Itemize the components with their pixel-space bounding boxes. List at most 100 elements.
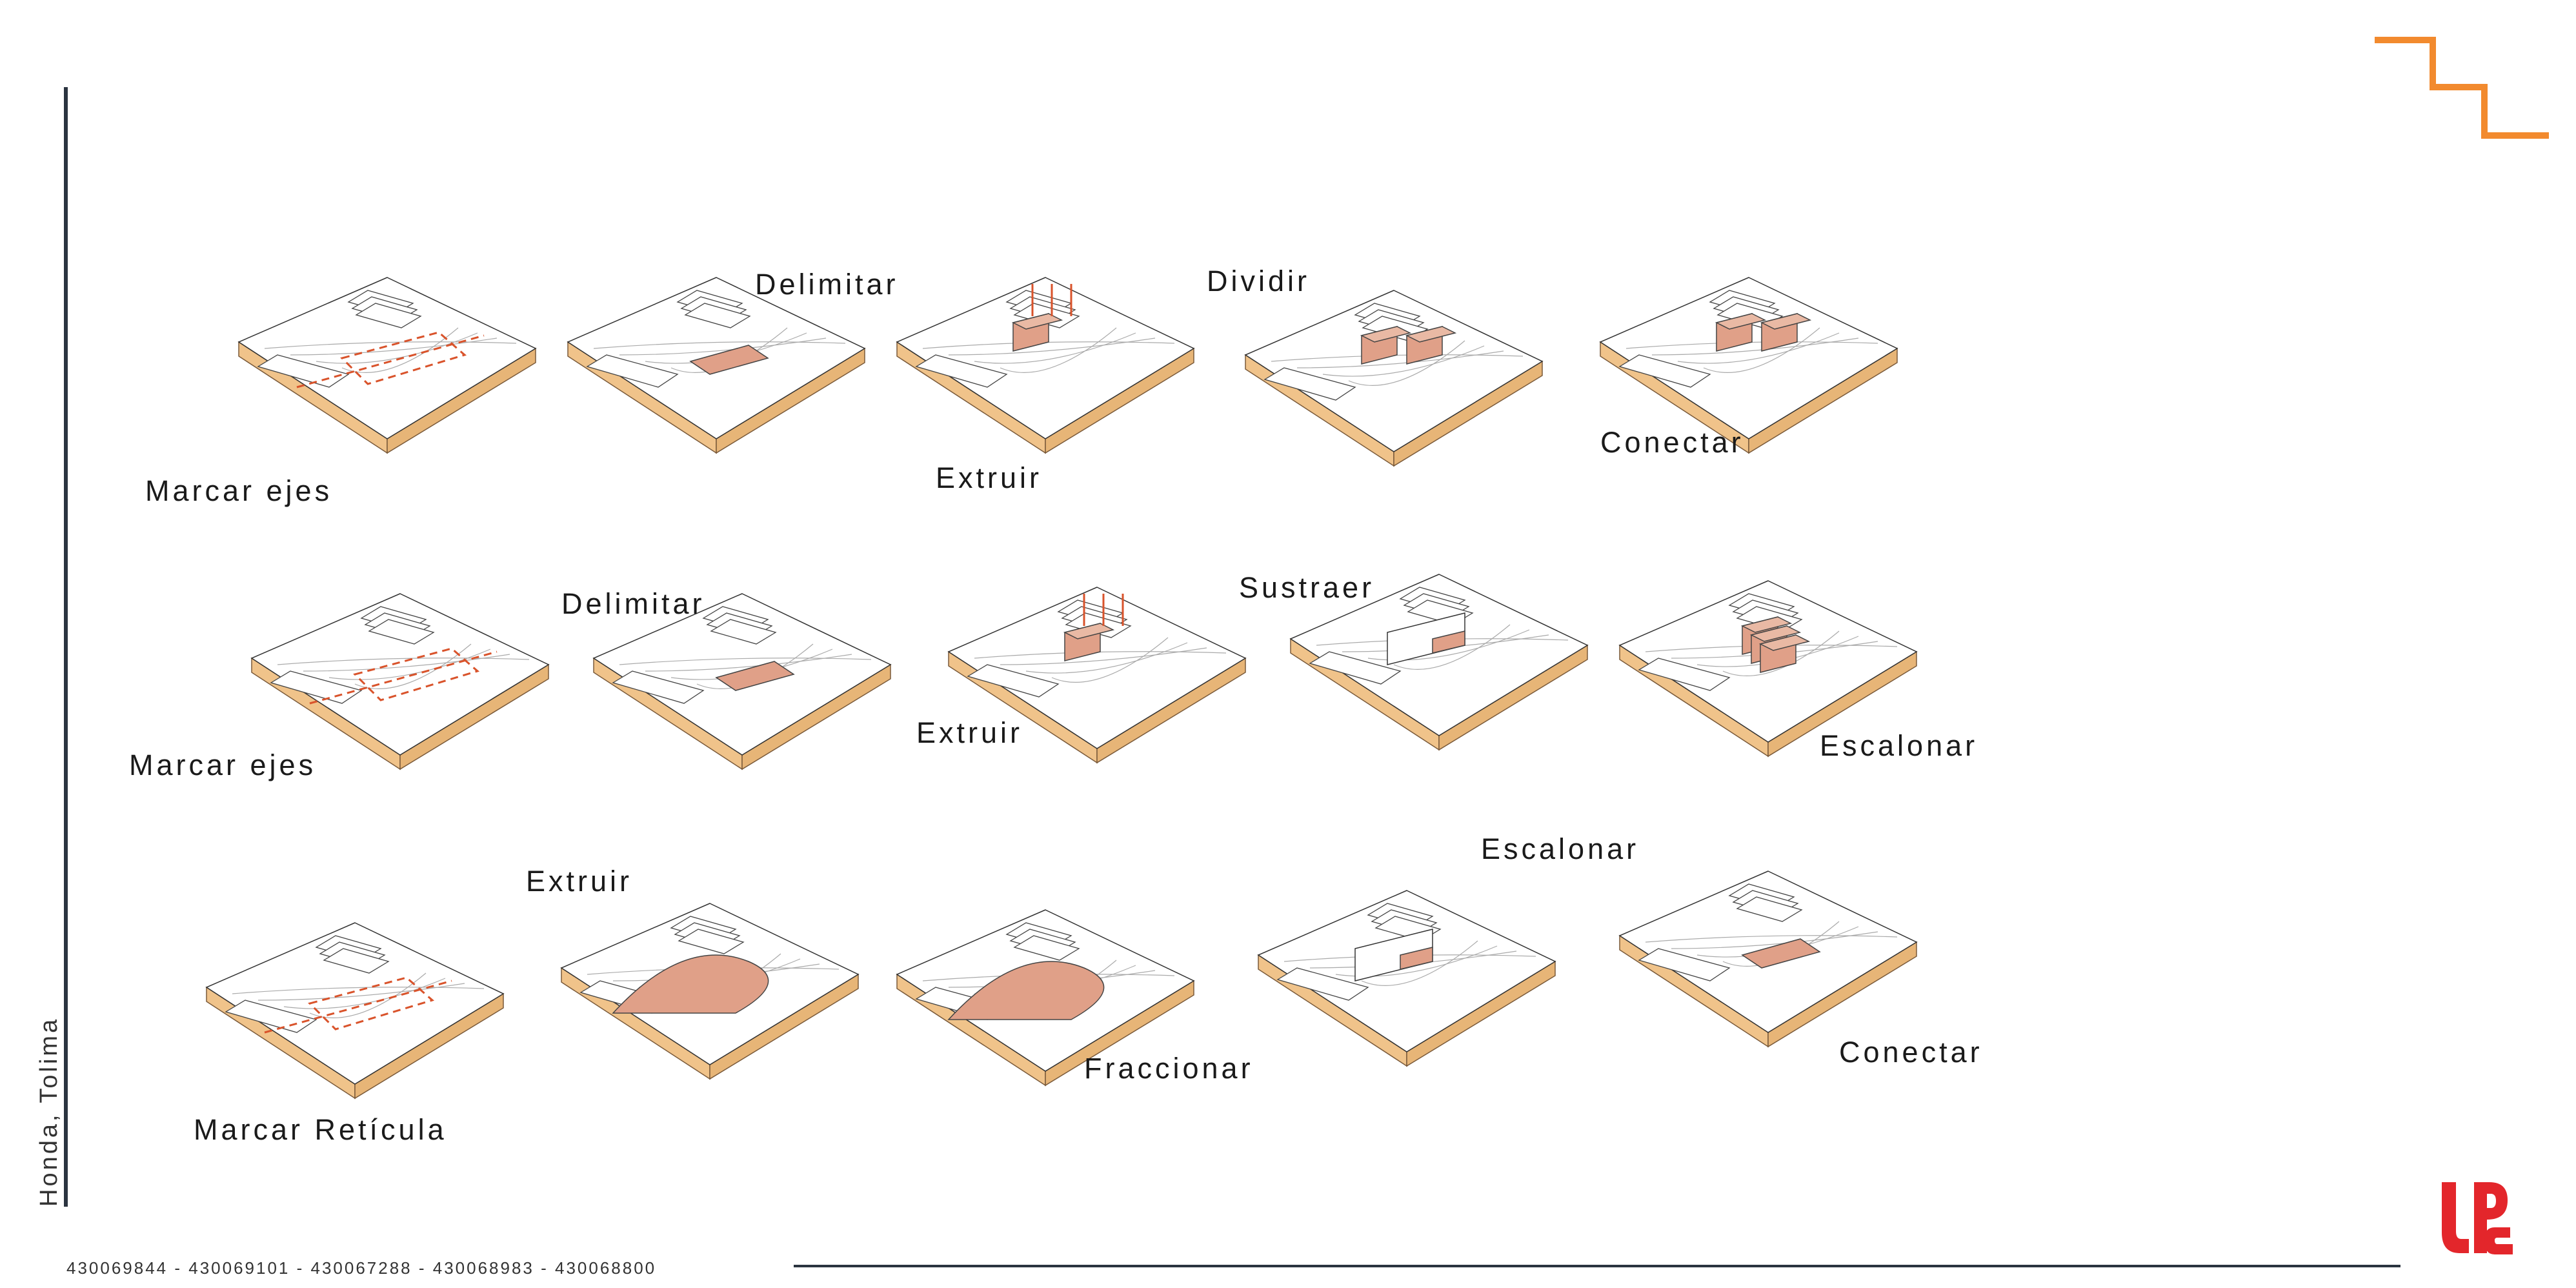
contour-line	[1025, 642, 1188, 674]
contour-line	[1677, 332, 1840, 364]
student-codes: 430069844 - 430069101 - 430067288 - 4300…	[66, 1258, 657, 1278]
existing-building	[1263, 367, 1356, 401]
step-label: Escalonar	[1820, 729, 1978, 762]
step-label: Extruir	[936, 461, 1043, 494]
step-label: Delimitar	[561, 587, 705, 620]
contour-line	[1645, 935, 1898, 943]
site-top	[205, 922, 505, 1085]
left-vertical-rule	[64, 87, 68, 1207]
step-label: Marcar ejes	[145, 474, 333, 507]
mass-highlight	[1432, 630, 1465, 654]
contour-line	[1348, 340, 1465, 386]
step-label: Sustraer	[1239, 571, 1375, 604]
site-top	[250, 593, 550, 756]
contour-line	[1722, 630, 1840, 676]
step-label: Escalonar	[1481, 832, 1640, 865]
contour-line	[1671, 931, 1878, 949]
volume-top	[1063, 623, 1115, 639]
site-top	[1599, 277, 1898, 439]
axis-dashed-frame	[308, 976, 435, 1031]
contour-line	[1296, 350, 1504, 368]
site-top	[1289, 574, 1589, 736]
volume-top	[1740, 616, 1793, 633]
existing-building	[1013, 935, 1080, 961]
existing-building	[915, 354, 1008, 388]
site-top	[1244, 290, 1544, 452]
bottom-horizontal-rule	[794, 1265, 2400, 1267]
volume-top	[1011, 313, 1063, 330]
site-top	[1257, 890, 1556, 1052]
axis-line	[309, 650, 498, 705]
footprint-slab	[1741, 938, 1821, 969]
contour-line	[619, 337, 827, 356]
volume-top	[1760, 313, 1812, 330]
step-label: Marcar ejes	[129, 749, 317, 781]
volume-top	[1758, 634, 1811, 651]
contour-line	[593, 341, 846, 349]
contour-line	[1703, 327, 1820, 373]
mass-curved	[612, 954, 769, 1014]
contour-line	[1051, 637, 1169, 683]
site-top	[896, 277, 1195, 439]
step-label: Extruir	[526, 865, 633, 898]
existing-building	[967, 664, 1060, 698]
contour-line	[974, 332, 1136, 364]
volume-top	[1360, 326, 1412, 343]
contour-line	[1651, 337, 1859, 356]
contour-line	[283, 978, 446, 1009]
contour-line	[277, 658, 530, 665]
step-label: Marcar Retícula	[194, 1113, 447, 1146]
step-label: Delimitar	[755, 268, 899, 301]
contour-line	[290, 337, 498, 356]
footprint-slab	[715, 661, 795, 691]
contour-line	[257, 983, 465, 1001]
step-label: Conectar	[1839, 1036, 1983, 1069]
mass-curved	[947, 961, 1105, 1020]
axis-line	[296, 334, 485, 388]
step-label: Extruir	[916, 716, 1023, 749]
contour-line	[316, 332, 478, 364]
footprint-slab	[689, 345, 769, 375]
contour-line	[645, 654, 852, 672]
contour-line	[264, 341, 517, 349]
contour-line	[303, 654, 510, 672]
existing-building	[612, 670, 705, 704]
existing-building	[678, 929, 745, 954]
existing-building	[1618, 354, 1711, 388]
existing-building	[710, 619, 777, 645]
contour-line	[328, 649, 491, 680]
contour-line	[1367, 629, 1530, 661]
existing-building	[684, 303, 751, 328]
mass-highlight	[1400, 947, 1433, 970]
contour-line	[1335, 945, 1498, 977]
existing-building	[1638, 948, 1731, 981]
contour-line	[1361, 940, 1478, 986]
axis-dashed-frame	[340, 331, 467, 385]
axis-line	[264, 980, 452, 1034]
existing-building	[323, 948, 390, 974]
step-label: Fraccionar	[1084, 1052, 1254, 1085]
existing-building	[355, 303, 422, 328]
existing-building	[1736, 896, 1803, 922]
contour-line	[1393, 624, 1511, 670]
existing-building	[368, 619, 435, 645]
upc-logo-icon	[2442, 1182, 2513, 1254]
site-top	[947, 587, 1247, 749]
corner-steps-icon	[2375, 37, 2549, 139]
contour-line	[1000, 327, 1117, 373]
existing-building	[1309, 651, 1402, 685]
existing-building	[1638, 658, 1731, 691]
contour-line	[619, 658, 872, 665]
contour-line	[1000, 647, 1207, 665]
existing-building	[586, 354, 679, 388]
volume-top	[1715, 313, 1767, 330]
contour-line	[948, 337, 1156, 356]
volume-top	[1405, 326, 1457, 343]
contour-line	[1322, 345, 1485, 377]
existing-building	[1276, 967, 1369, 1001]
axis-dashed-frame	[353, 647, 480, 701]
volume-top	[1749, 625, 1802, 642]
contour-line	[232, 987, 485, 994]
step-label: Conectar	[1600, 426, 1744, 459]
